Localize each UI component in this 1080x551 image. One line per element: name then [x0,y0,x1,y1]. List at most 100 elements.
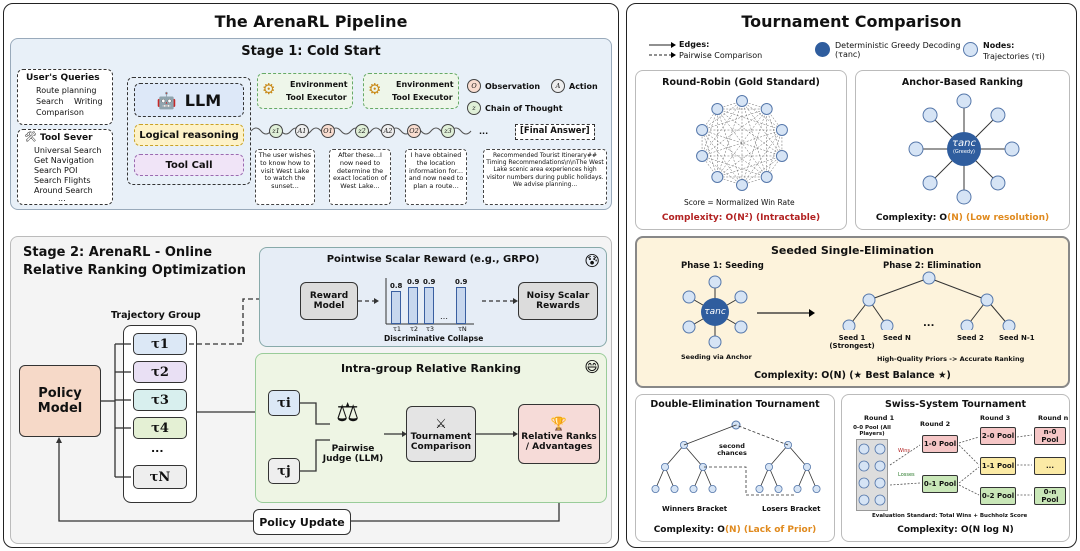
llm-box: 🤖LLM [134,83,244,117]
elim-node [980,293,994,307]
swiss-node [874,494,886,506]
rr-edge [717,108,743,186]
query-item: Search [36,97,64,106]
tool-server-title: Tool Sever [40,133,93,143]
pool-n-0: n-0 Pool [1034,427,1066,445]
robot-icon: 🤖 [156,90,177,110]
rr-node [696,149,709,162]
seed-node [708,275,722,289]
tool-server-box: Tool Sever 🛠 Universal Search Get Naviga… [17,129,113,205]
rr-edge [701,129,767,178]
policy-model-box: Policy Model [19,365,101,437]
reward-bar [424,287,434,324]
anchor-node [956,189,972,205]
rr-complexity: Complexity: O(N²) (Intractable) [661,213,821,223]
noisy-rewards-box: Noisy Scalar Rewards [518,282,598,320]
round-label: Round 2 [920,420,951,428]
tool-item: Around Search [34,186,93,195]
swiss-node [874,460,886,472]
swiss-node [874,477,886,489]
seed-label: Seed N [883,334,911,342]
bar-label: τN [458,325,467,333]
pairwise-judge-label: Pairwise Judge (LLM) [322,444,384,465]
legend-cot: Chain of Thought [485,104,563,113]
collapse-label: Discriminative Collapse [384,334,484,343]
env-label: Environment [290,80,348,89]
rr-score: Score = Normalized Win Rate [684,198,795,207]
swords-icon: ⚔ [435,416,447,432]
tool-item: Search Flights [34,176,91,185]
pool-0-0: 0-0 Pool (All Players) [853,425,891,438]
rr-edge [701,155,767,178]
seed-node [708,335,722,349]
swiss-node [858,443,870,455]
second-chances: second chances [717,442,747,458]
rr-node [711,103,724,116]
double-edge [787,444,808,468]
executor-label: Tool Executor [286,93,347,102]
stage2-title-line2: Relative Ranking Optimization [23,263,246,278]
elim-node [862,293,876,307]
reward-bar [391,291,401,324]
scales-icon: ⚖ [336,398,360,428]
round-label: Round n [1038,414,1069,422]
round-robin-panel: Round-Robin (Gold Standard) Score = Norm… [635,70,847,230]
round-label: Round 1 [864,414,895,422]
chain-ellipsis: ... [479,127,489,136]
queries-title: User's Queries [26,73,100,83]
anchor-node [1004,141,1020,157]
anchor-node [956,93,972,109]
seeding-graph [682,275,748,349]
rr-edge [701,100,743,131]
tournament-comparison-box: ⚔Tournament Comparison [406,406,476,462]
llm-group: 🤖LLM Logical reasoning Tool Call [127,77,251,185]
round-robin-graph [696,95,788,191]
rr-edge [717,100,743,178]
wrench-icon: 🛠 [24,132,37,143]
tool-item: Universal Search [34,146,102,155]
seed-node [682,290,696,304]
elim-node [1002,319,1016,330]
legend-pairwise: Pairwise Comparison [679,51,763,60]
tau-n: τN [133,465,187,489]
elim-node [922,271,936,285]
double-node [708,485,717,494]
anchor-node [990,175,1006,191]
pool-0-n: 0-n Pool [1034,487,1066,505]
chain-a1: A1 [295,124,309,138]
bar-value: 0.8 [390,282,403,290]
gear-icon: ⚙ [262,80,276,98]
tool-item: ... [58,194,66,203]
trophy-icon: 🏆 [550,416,568,432]
anchor-title: Anchor-Based Ranking [901,77,1024,88]
rr-node [760,103,773,116]
legend-nodes: Nodes: [983,41,1015,50]
bar-value: 0.9 [455,278,468,286]
gear-icon: ⚙ [368,80,382,98]
relative-ranks-box: 🏆Relative Ranks / Advantages [518,404,600,464]
intra-arrows [300,402,518,472]
intra-group-panel: Intra-group Relative Ranking 😄 τi τj ⚖ P… [255,353,607,503]
seed-label: Seed N-1 [999,334,1035,342]
bar-label: τ1 [393,325,402,333]
pool-0-1: 0-1 Pool [922,475,958,493]
rr-edge [701,108,767,157]
seeded-panel: Seeded Single-Elimination Phase 1: Seedi… [635,236,1070,388]
policy-update-box: Policy Update [253,509,351,535]
swiss-standard: Evaluation Standard: Total Wins + Buchho… [872,513,1028,519]
legend-greedy: Deterministic Greedy Decoding (τanc) [835,41,961,60]
chain-z1: z1 [269,124,283,138]
arenarl-pipeline-panel: The ArenaRL Pipeline Stage 1: Cold Start… [3,3,619,548]
query-item: Writing [74,97,103,106]
legend-anchor-node-icon [815,42,830,57]
chain-a2: A2 [381,124,395,138]
legend-edge-arrows [649,42,676,58]
stage1-area: Stage 1: Cold Start User's Queries Route… [10,38,612,210]
trajectory-group-label: Trajectory Group [111,310,201,321]
rr-edge [701,129,718,178]
executor-label: Tool Executor [392,93,453,102]
swiss-complexity: Complexity: O(N log N) [897,525,1014,535]
swiss-nodes [858,443,886,506]
cot-note-3: I have obtained the location information… [405,149,467,205]
rr-node [760,170,773,183]
